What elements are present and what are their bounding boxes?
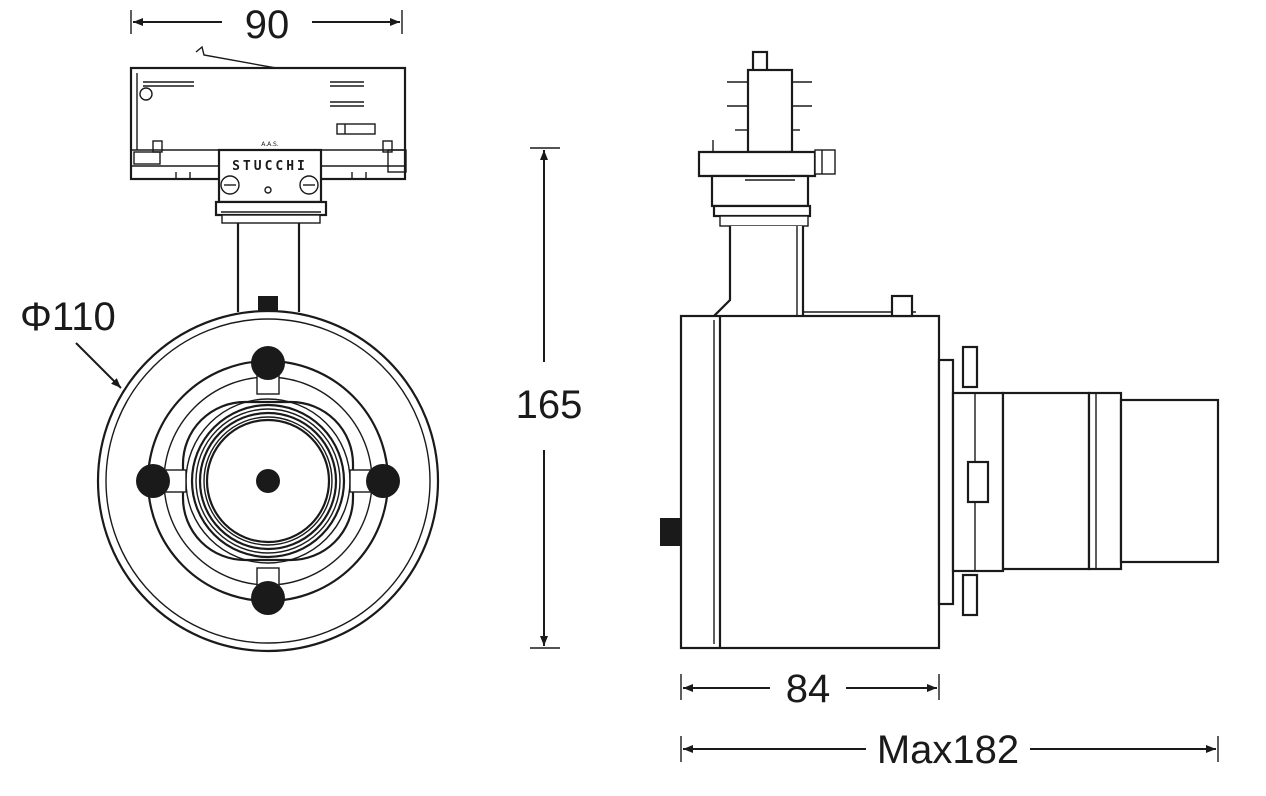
body-length-dimension: 84 [680,667,940,711]
brand-small-text: A.A.S. [261,141,279,148]
track-adapter-side [697,50,836,227]
side-view [660,50,1220,650]
lens-assembly-side [951,345,1220,617]
arm-side [710,226,916,324]
stem-front [236,223,301,312]
max-length-label: Max182 [877,728,1019,772]
body-length-label: 84 [786,667,831,711]
max-length-dimension: Max182 [680,728,1219,772]
width-label: 90 [245,3,290,47]
width-dimension: 90 [130,3,403,47]
front-view: 90 [20,3,440,653]
lamp-body-side [660,294,955,650]
diameter-dimension: Φ110 [20,295,122,389]
height-dimension: 165 [516,147,583,649]
lamp-head-front [96,309,440,653]
connector-block-front: A.A.S. STUCCHI [214,141,328,224]
height-label: 165 [516,383,583,427]
brand-logo-text: STUCCHI [232,159,308,174]
diameter-label: Φ110 [20,295,116,339]
